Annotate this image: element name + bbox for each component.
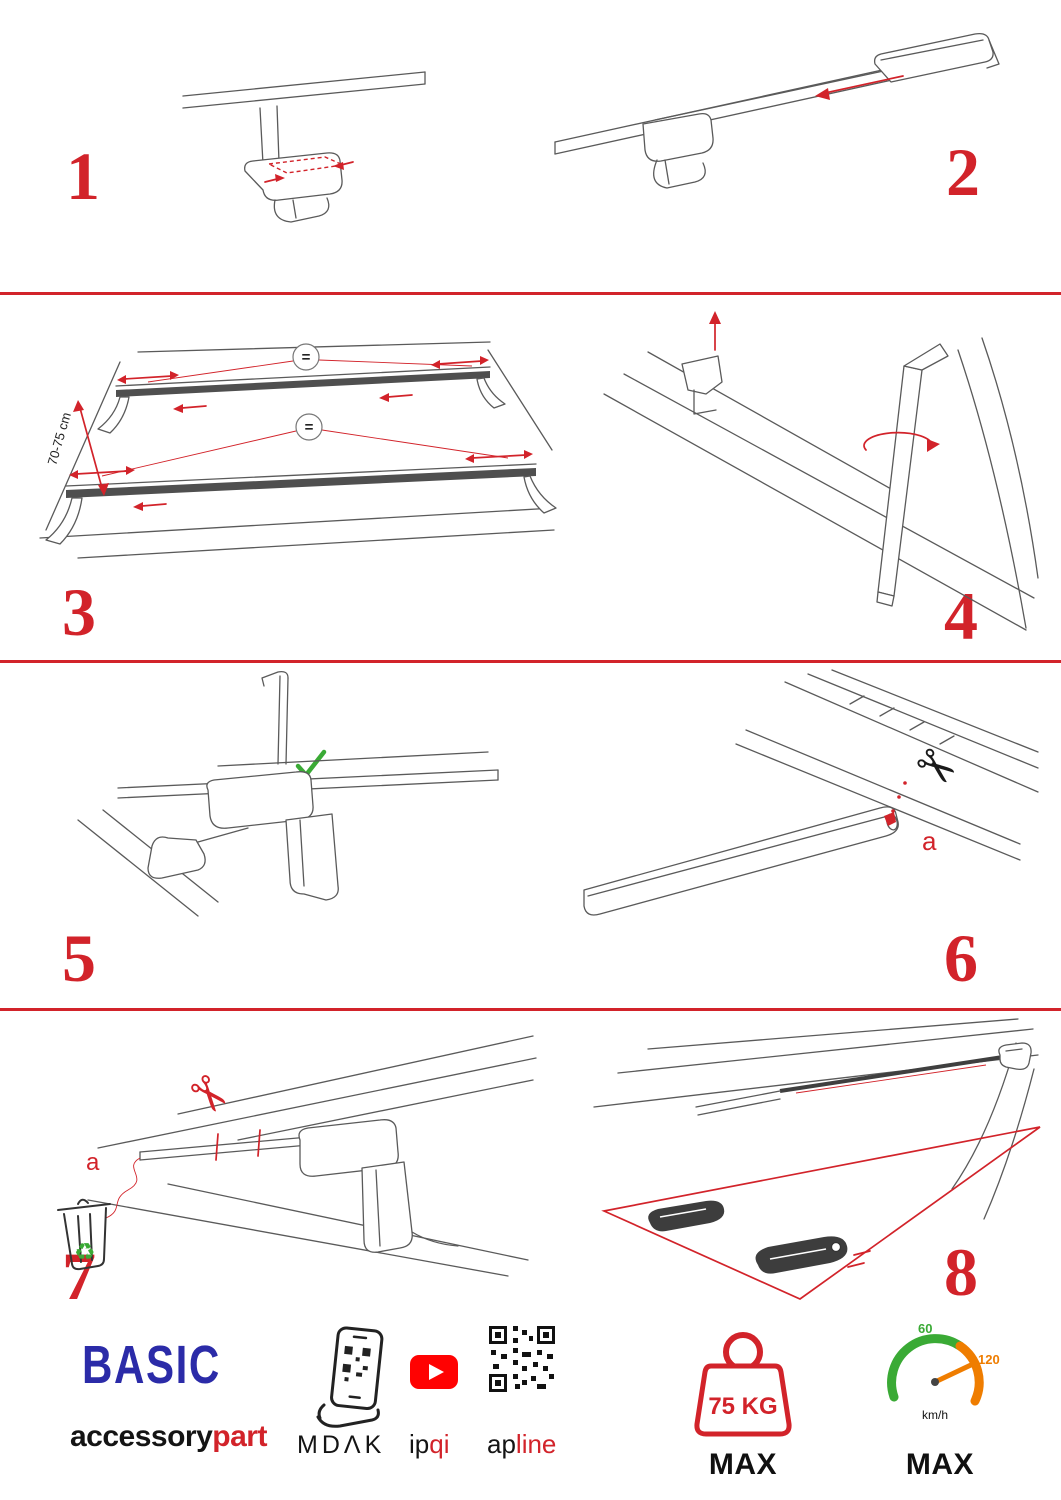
- scissors-icon: ✂: [903, 735, 967, 802]
- roof-drawing: [735, 669, 1039, 861]
- scissors-icon: ✂: [175, 1063, 241, 1128]
- step-number-5: 5: [62, 920, 96, 996]
- step-number-3: 3: [62, 574, 96, 650]
- roof-rail-drawing: [603, 337, 1039, 631]
- video-label-red: qi: [429, 1429, 450, 1459]
- trash-bin-icon: [57, 1198, 111, 1271]
- strip-drawing: [139, 1129, 321, 1161]
- spacer-plate-highlight: [264, 156, 354, 183]
- qr-site-label: apline: [487, 1429, 556, 1460]
- brand-subtitle-red: part: [212, 1420, 267, 1453]
- video-channel-label: ipqi: [409, 1429, 450, 1460]
- insert-arrow: [709, 311, 721, 351]
- app-label: MDɅK: [297, 1431, 386, 1459]
- step7-illustration: ✂ a ♻: [57, 1035, 537, 1277]
- slide-direction-arrow: [815, 75, 904, 100]
- speed-high-label: 120: [978, 1352, 1000, 1367]
- section-divider: [0, 660, 1061, 663]
- step2-illustration: [554, 32, 1000, 189]
- speed-low-label: 60: [918, 1321, 932, 1336]
- section-divider: [0, 292, 1061, 295]
- recycle-icon: ♻: [74, 1239, 96, 1266]
- qr-label-black: ap: [487, 1429, 516, 1459]
- step-number-6: 6: [944, 920, 978, 996]
- brand-subtitle: accessorypart: [70, 1420, 267, 1454]
- crossbar-top-drawing: [97, 366, 506, 434]
- cut-strip-highlight: [884, 781, 907, 826]
- kettlebell-icon: 75 KG: [694, 1332, 792, 1437]
- step8-illustration: [593, 1018, 1041, 1300]
- clamp-drawing: [298, 1119, 459, 1253]
- brand-subtitle-black: accessory: [70, 1420, 213, 1453]
- step6-illustration: ✂ a: [583, 669, 1039, 916]
- step-number-7: 7: [62, 1238, 96, 1314]
- allen-key-drawing: [876, 343, 949, 607]
- youtube-icon: [410, 1355, 458, 1389]
- crossbar-tube-drawing: [583, 806, 899, 916]
- clamp-drawing: [244, 105, 343, 223]
- bracket-drawing: [147, 771, 339, 901]
- cut-label-a: a: [922, 826, 937, 856]
- slide-strip-drawing: [873, 32, 1000, 83]
- roof-rail-drawing: [182, 71, 426, 109]
- speed-unit-label: km/h: [922, 1408, 948, 1422]
- phone-qr-pattern: [342, 1345, 371, 1382]
- foot-drawing: [648, 1200, 871, 1274]
- brand-logo: BASIC: [82, 1335, 221, 1395]
- section-divider: [0, 1008, 1061, 1011]
- step4-illustration: [603, 311, 1039, 631]
- step1-illustration: [182, 71, 426, 223]
- qr-code-icon: [489, 1326, 555, 1392]
- rotate-arrow: [863, 431, 940, 452]
- qr-label-red: line: [515, 1429, 557, 1459]
- weight-max-label: MAX: [708, 1448, 778, 1481]
- clamp-drawing: [642, 112, 714, 189]
- clamp-drawing: [681, 355, 723, 415]
- dimension-label: 70-75 cm: [44, 411, 73, 467]
- cut-label-a: a: [86, 1149, 100, 1176]
- placement-zone-outline: [601, 1126, 1041, 1300]
- roof-drawing: [87, 1035, 537, 1277]
- discard-line: [105, 1157, 141, 1219]
- video-label-black: ip: [409, 1429, 430, 1459]
- step5-illustration: [77, 670, 499, 917]
- step3-illustration: = =: [39, 341, 557, 559]
- pin-drawing: [261, 670, 289, 765]
- speedometer-icon: 60 120 km/h: [887, 1321, 1000, 1422]
- crossbar-bottom-drawing: [45, 463, 557, 545]
- step-number-8: 8: [944, 1234, 978, 1310]
- equal-badge-bottom: =: [101, 413, 509, 477]
- phone-scan-icon: [316, 1326, 384, 1428]
- roof-drawing: [593, 1018, 1039, 1220]
- speed-max-label: MAX: [905, 1448, 975, 1481]
- step-number-1: 1: [66, 138, 100, 214]
- weight-value: 75 KG: [708, 1393, 777, 1420]
- step-number-2: 2: [946, 134, 980, 210]
- dimension-arrows: [69, 356, 533, 511]
- height-dimension: 70-75 cm: [44, 400, 109, 496]
- equal-symbol: =: [302, 349, 311, 366]
- equal-symbol: =: [305, 419, 314, 436]
- strip-bar-drawing: [695, 1042, 1032, 1116]
